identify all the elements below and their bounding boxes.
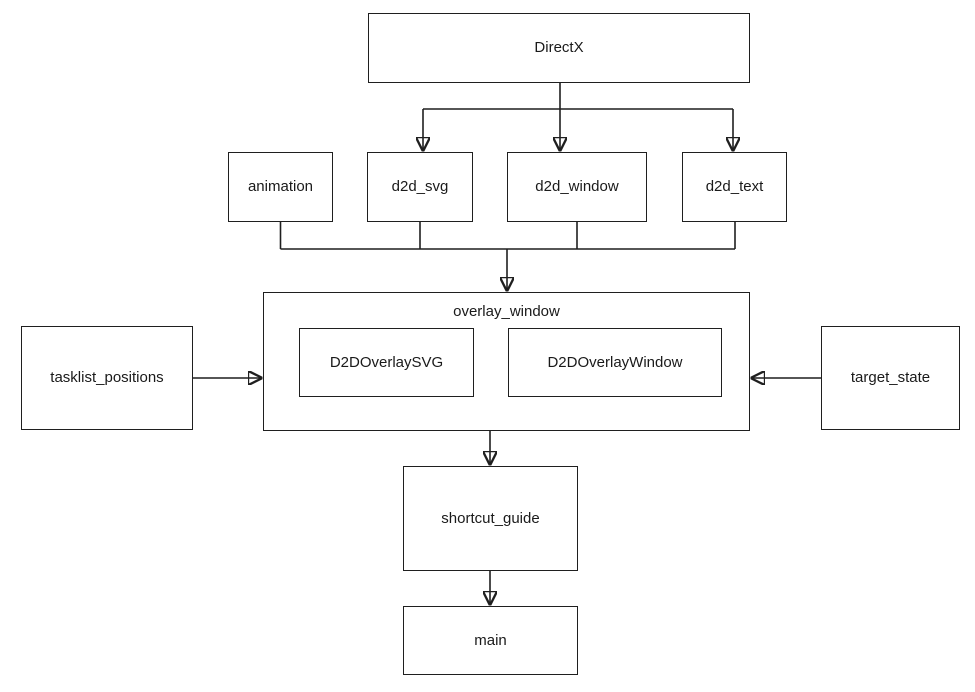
- node-d2d-text: d2d_text: [682, 152, 787, 222]
- node-d2d-overlay-window-label: D2DOverlayWindow: [547, 353, 683, 371]
- node-overlay-window-label: overlay_window: [453, 303, 560, 320]
- node-main-label: main: [474, 631, 507, 649]
- node-d2d-window-label: d2d_window: [535, 178, 619, 195]
- node-directx: DirectX: [368, 13, 750, 83]
- node-tasklist-positions: tasklist_positions: [21, 326, 193, 430]
- node-d2d-overlay-svg-label: D2DOverlaySVG: [329, 353, 444, 371]
- node-d2d-overlay-window: D2DOverlayWindow: [508, 328, 722, 397]
- node-tasklist-positions-label: tasklist_positions: [50, 369, 164, 386]
- node-animation-label: animation: [247, 178, 314, 195]
- node-d2d-text-label: d2d_text: [705, 178, 764, 195]
- node-shortcut-guide: shortcut_guide: [403, 466, 578, 571]
- node-d2d-window: d2d_window: [507, 152, 647, 222]
- node-d2d-svg: d2d_svg: [367, 152, 473, 222]
- node-target-state-label: target_state: [850, 369, 931, 386]
- node-directx-label: DirectX: [534, 39, 584, 56]
- node-overlay-window: overlay_window D2DOverlaySVG D2DOverlayW…: [263, 292, 750, 431]
- node-d2d-svg-label: d2d_svg: [391, 178, 449, 195]
- node-animation: animation: [228, 152, 333, 222]
- node-shortcut-guide-label: shortcut_guide: [441, 509, 540, 527]
- node-d2d-overlay-svg: D2DOverlaySVG: [299, 328, 474, 397]
- node-target-state: target_state: [821, 326, 960, 430]
- node-main: main: [403, 606, 578, 675]
